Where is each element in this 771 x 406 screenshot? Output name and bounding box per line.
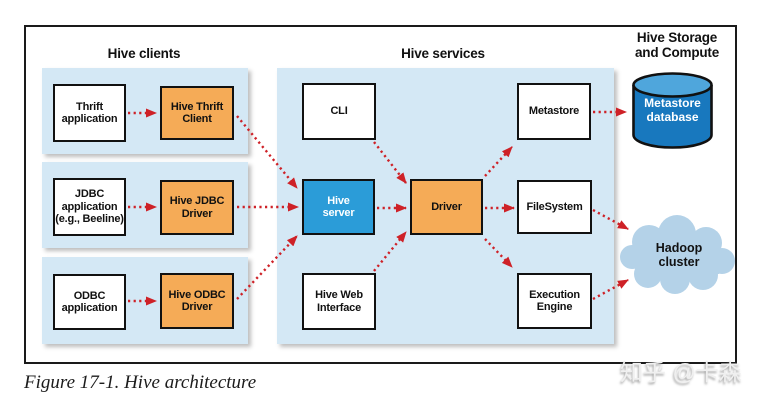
node-label: Metastore [528,105,580,118]
node-driver: Driver [410,179,483,235]
node-label: Thrift application [61,100,118,126]
watermark: 知乎 @卡森 [620,359,742,385]
node-label: Hive server [322,194,355,220]
node-label: JDBC application (e.g., Beeline) [55,188,124,226]
node-label: Driver [431,200,462,213]
node-jdbc-application: JDBC application (e.g., Beeline) [53,178,126,236]
node-cli: CLI [302,83,376,140]
node-hive-odbc-driver: Hive ODBC Driver [160,273,234,329]
node-metastore: Metastore [517,83,591,140]
node-label: Execution Engine [529,288,580,314]
node-hive-web-interface: Hive Web Interface [302,273,376,330]
node-label: Hive JDBC Driver [169,195,225,220]
node-hive-thrift-client: Hive Thrift Client [160,86,234,140]
cloud-icon [620,215,735,294]
database-cylinder-icon [632,72,713,149]
section-title-hive-clients: Hive clients [107,46,181,61]
section-title-hive-storage-and-compute: Hive Storage and Compute [634,30,720,60]
node-label: FileSystem [526,200,583,213]
section-title-hive-services: Hive services [401,46,485,61]
node-label: Hive Web Interface [315,289,363,314]
node-hive-jdbc-driver: Hive JDBC Driver [160,180,234,235]
figure-caption: Figure 17-1. Hive architecture [24,372,257,393]
node-hadoop-cluster: Hadoop cluster [617,214,741,300]
node-execution-engine: Execution Engine [517,273,592,329]
node-label: ODBC application [61,289,118,315]
node-label: Hadoop cluster [655,241,703,269]
node-label: Hive ODBC Driver [168,288,226,314]
node-filesystem: FileSystem [517,180,592,234]
node-label: CLI [330,105,348,118]
node-metastore-database: Metastore database [630,71,715,151]
node-odbc-application: ODBC application [53,274,126,330]
node-label: Hive Thrift Client [170,100,224,126]
node-label: Metastore database [644,96,701,124]
node-hive-server: Hive server [302,179,375,235]
node-thrift-application: Thrift application [53,84,126,142]
